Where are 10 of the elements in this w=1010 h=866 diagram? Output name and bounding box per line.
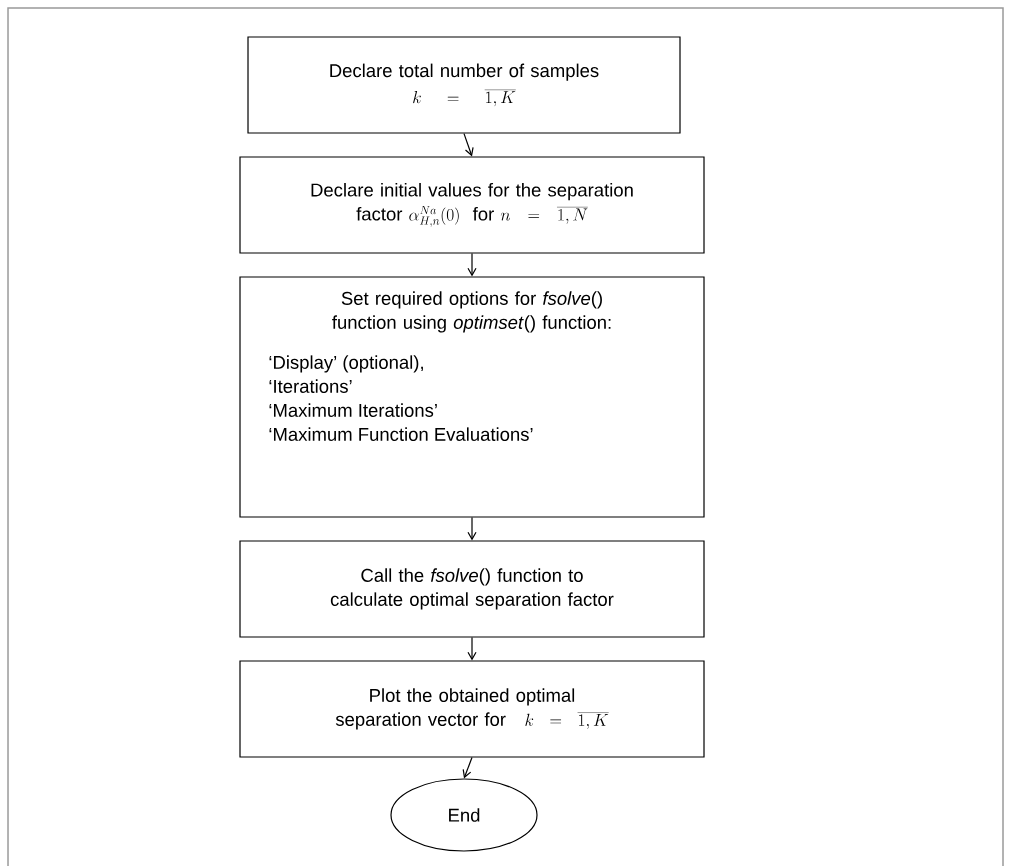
process-box: Declare initial values for the separation factor $\alpha_{H,n}^{Na}(0)$ for $n=\overline{1,N}$: [239, 156, 705, 254]
arrow: [467, 517, 477, 541]
process-box: Set required options for fsolve() function using optimset() function: ‘Display’ (optional), ‘Iterations’ ‘Maximum Iterations’ ‘Maximum Function Evaluations’: [239, 276, 705, 518]
arrow: [463, 133, 474, 157]
arrow: [467, 253, 477, 277]
process-box: Declare total number of samples $k=\overline{1,K}$: [247, 36, 681, 134]
arrow: [462, 757, 473, 779]
arrow: [467, 637, 477, 661]
process-box: Call the fsolve() function to calculate optimal separation factor: [239, 540, 705, 638]
process-box: Plot the obtained optimal separation vector for $k=\overline{1,K}$: [239, 660, 705, 758]
